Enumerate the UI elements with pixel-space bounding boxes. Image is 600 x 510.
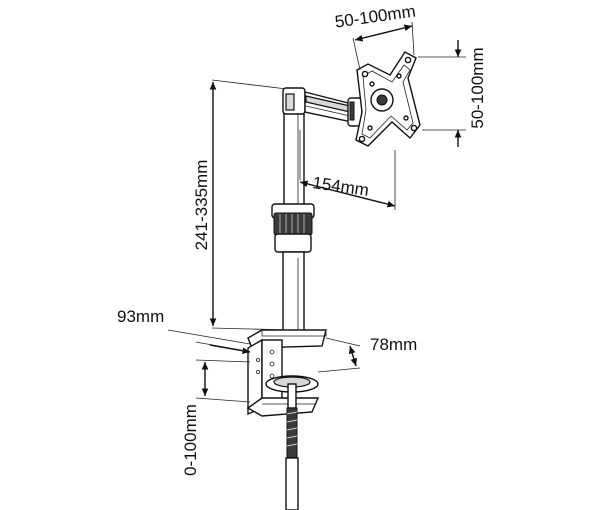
arm-length-dimension: 154mm	[299, 130, 396, 210]
arm-length-label: 154mm	[311, 173, 370, 200]
desk-clamp	[246, 329, 327, 510]
clamp-width-dimension: 78mm	[317, 335, 417, 373]
pole-height-label: 241-335mm	[192, 160, 211, 251]
vesa-height-label: 50-100mm	[468, 47, 487, 128]
vesa-height-dimension: 50-100mm	[418, 40, 487, 147]
pole	[271, 94, 315, 341]
clamp-width-label: 78mm	[370, 335, 417, 354]
swing-arm	[282, 87, 363, 127]
pole-height-dimension: 241-335mm	[192, 79, 296, 331]
clamp-range-dimension: 0-100mm	[181, 359, 251, 476]
vesa-plate	[355, 51, 421, 147]
vesa-width-label: 50-100mm	[334, 1, 417, 31]
clamp-depth-dimension: 93mm	[117, 307, 251, 355]
clamp-range-label: 0-100mm	[181, 404, 200, 476]
clamp-depth-label: 93mm	[117, 307, 164, 326]
